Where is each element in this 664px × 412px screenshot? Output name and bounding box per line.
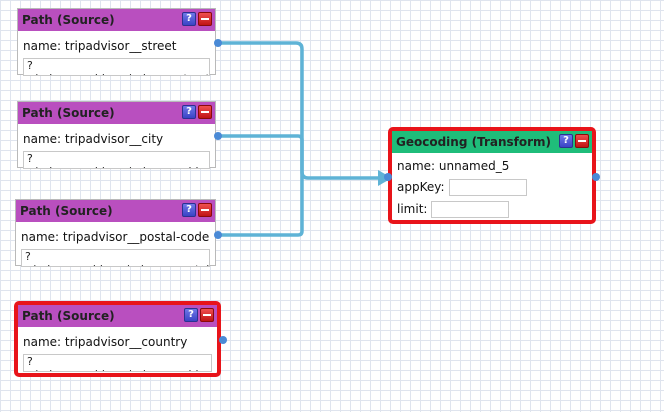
node-name: name: unnamed_5 [397, 159, 510, 173]
output-terminal[interactable] [214, 132, 222, 140]
node-header[interactable]: Geocoding (Transform) ? [392, 131, 592, 153]
path-field[interactable]: ?a/schema:address/schema:street [23, 58, 210, 76]
close-icon[interactable] [198, 105, 212, 119]
node-header[interactable]: Path (Source) ? [18, 102, 215, 124]
path-source-node-city[interactable]: Path (Source) ? name: tripadvisor__city … [17, 101, 216, 169]
output-terminal[interactable] [219, 336, 227, 344]
node-name: name: tripadvisor__country [23, 335, 188, 349]
node-header[interactable]: Path (Source) ? [16, 200, 215, 222]
help-icon[interactable]: ? [182, 12, 196, 26]
appkey-input[interactable] [448, 178, 527, 196]
node-title: Path (Source) [20, 204, 113, 218]
close-icon[interactable] [198, 203, 212, 217]
appkey-label: appKey: [397, 180, 445, 194]
node-name: name: tripadvisor__postal-code [21, 230, 210, 244]
output-terminal[interactable] [214, 39, 222, 47]
path-source-node-street[interactable]: Path (Source) ? name: tripadvisor__stree… [17, 8, 216, 76]
output-terminal[interactable] [214, 231, 222, 239]
path-field[interactable]: ?a/schema:address/schema:postalCode [21, 249, 210, 267]
node-name: name: tripadvisor__city [23, 132, 164, 146]
limit-input[interactable] [431, 200, 510, 218]
node-title: Geocoding (Transform) [396, 135, 552, 149]
output-terminal[interactable] [592, 173, 600, 181]
close-icon[interactable] [575, 134, 589, 148]
wire-street [218, 41, 380, 180]
input-terminal[interactable] [384, 173, 392, 181]
help-icon[interactable]: ? [559, 134, 573, 148]
node-name: name: tripadvisor__street [23, 39, 177, 53]
path-source-node-country[interactable]: Path (Source) ? name: tripadvisor__count… [14, 301, 221, 377]
node-header[interactable]: Path (Source) ? [18, 9, 215, 31]
node-header[interactable]: Path (Source) ? [18, 305, 217, 327]
help-icon[interactable]: ? [182, 105, 196, 119]
path-field[interactable]: ?a/schema:address/schema:addressLocality [23, 151, 210, 169]
wire-city [218, 134, 304, 178]
close-icon[interactable] [200, 308, 214, 322]
node-title: Path (Source) [22, 13, 115, 27]
limit-label: limit: [397, 202, 428, 216]
path-source-node-postal-code[interactable]: Path (Source) ? name: tripadvisor__posta… [15, 199, 216, 267]
close-icon[interactable] [198, 12, 212, 26]
path-field[interactable]: ?a/schema:address/schema:addressCountry [23, 354, 212, 372]
geocoding-transform-node[interactable]: Geocoding (Transform) ? name: unnamed_5 … [388, 127, 596, 224]
help-icon[interactable]: ? [182, 203, 196, 217]
wire-postal [218, 178, 304, 237]
node-title: Path (Source) [22, 309, 115, 323]
node-title: Path (Source) [22, 106, 115, 120]
help-icon[interactable]: ? [184, 308, 198, 322]
